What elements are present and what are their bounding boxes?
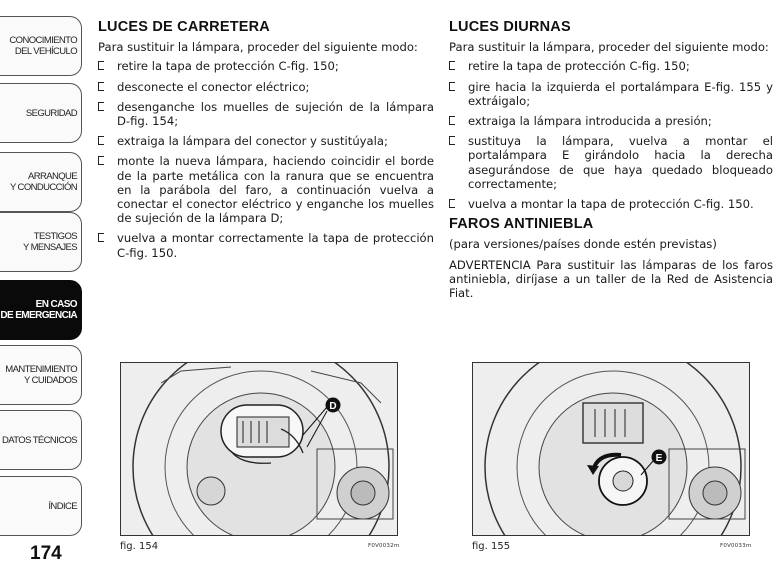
- section-intro: Para sustituir la lámpara, proceder del …: [449, 40, 769, 55]
- figure-154-illustration: D: [120, 362, 398, 536]
- steps-list: retire la tapa de protección C-fig. 150;…: [449, 59, 773, 211]
- section-title: LUCES DE CARRETERA: [98, 19, 270, 35]
- step-item: vuelva a montar correctamente la tapa de…: [98, 231, 434, 260]
- figure-155-illustration: E: [472, 362, 750, 536]
- step-text: gire hacia la izquierda el portalámpara …: [468, 79, 773, 108]
- step-item: vuelva a montar la tapa de protección C-…: [449, 197, 773, 211]
- tab-label: MANTENIMIENTO Y CUIDADOS: [5, 364, 77, 386]
- tab-label: ARRANQUE Y CONDUCCIÓN: [9, 171, 78, 193]
- section-luces-de-carretera: LUCES DE CARRETERA Para sustituir la lám…: [98, 20, 434, 266]
- step-item: retire la tapa de protección C-fig. 150;: [98, 59, 434, 73]
- warning-text: ADVERTENCIA Para sustituir las lámparas …: [449, 257, 773, 301]
- step-item: extraiga la lámpara del conector y susti…: [98, 134, 434, 148]
- section-intro: Para sustituir la lámpara, proceder del …: [98, 40, 418, 55]
- step-item: desconecte el conector eléctrico;: [98, 80, 434, 94]
- tab-label: SEGURIDAD: [25, 107, 78, 119]
- step-text: desconecte el conector eléctrico;: [117, 79, 310, 94]
- tab-label: ÍNDICE: [48, 500, 77, 512]
- step-text: vuelva a montar correctamente la tapa de…: [117, 231, 434, 260]
- tab-en-caso-de-emergencia[interactable]: EN CASO DE EMERGENCIA: [0, 280, 82, 340]
- bullet-bracket-icon: [449, 199, 455, 209]
- bullet-bracket-icon: [449, 81, 455, 91]
- tab-seguridad[interactable]: SEGURIDAD: [0, 83, 82, 143]
- section-title: LUCES DIURNAS: [449, 19, 571, 35]
- headlamp-drawing: D: [121, 363, 397, 535]
- step-text: vuelva a montar la tapa de protección C-…: [468, 197, 754, 212]
- bullet-bracket-icon: [98, 101, 104, 111]
- step-item: monte la nueva lámpara, haciendo coincid…: [98, 154, 434, 225]
- page-number: 174: [30, 543, 62, 564]
- steps-list: retire la tapa de protección C-fig. 150;…: [98, 59, 434, 260]
- tab-indice[interactable]: ÍNDICE: [0, 476, 82, 536]
- tab-datos-tecnicos[interactable]: DATOS TÉCNICOS: [0, 410, 82, 470]
- tab-arranque-y-conduccion[interactable]: ARRANQUE Y CONDUCCIÓN: [0, 152, 82, 212]
- step-item: extraiga la lámpara introducida a presió…: [449, 114, 773, 128]
- figure-caption: fig. 154: [120, 541, 159, 552]
- tab-testigos-y-mensajes[interactable]: TESTIGOS Y MENSAJES: [0, 212, 82, 272]
- bullet-bracket-icon: [98, 156, 104, 166]
- bullet-bracket-icon: [449, 116, 455, 126]
- step-text: extraiga la lámpara introducida a presió…: [468, 114, 712, 129]
- tab-label: EN CASO DE EMERGENCIA: [0, 299, 77, 321]
- section-subtitle: (para versiones/países donde estén previ…: [449, 237, 717, 252]
- tab-conocimiento-del-vehiculo[interactable]: CONOCIMIENTO DEL VEHÍCULO: [0, 16, 82, 76]
- figure-code: F0V0033m: [720, 543, 752, 549]
- step-text: sustituya la lámpara, vuelva a montar el…: [468, 134, 773, 191]
- section-luces-diurnas: LUCES DIURNAS Para sustituir la lámpara,…: [449, 20, 773, 300]
- chapter-tabs: CONOCIMIENTO DEL VEHÍCULO SEGURIDAD ARRA…: [0, 0, 84, 550]
- step-item: desenganche los muelles de sujeción de l…: [98, 100, 434, 128]
- bullet-bracket-icon: [449, 61, 455, 71]
- tab-label: CONOCIMIENTO DEL VEHÍCULO: [9, 35, 77, 57]
- tab-mantenimiento-y-cuidados[interactable]: MANTENIMIENTO Y CUIDADOS: [0, 345, 82, 405]
- step-text: monte la nueva lámpara, haciendo coincid…: [117, 154, 434, 226]
- figure-caption: fig. 155: [472, 541, 511, 552]
- step-text: retire la tapa de protección C-fig. 150;: [117, 59, 339, 74]
- step-text: retire la tapa de protección C-fig. 150;: [468, 59, 690, 74]
- callout-d-label: D: [329, 401, 336, 412]
- step-item: sustituya la lámpara, vuelva a montar el…: [449, 134, 773, 191]
- bullet-bracket-icon: [98, 81, 104, 91]
- step-item: retire la tapa de protección C-fig. 150;: [449, 59, 773, 73]
- figure-code: F0V0032m: [368, 543, 400, 549]
- step-text: desenganche los muelles de sujeción de l…: [117, 99, 434, 129]
- step-text: extraiga la lámpara del conector y susti…: [117, 134, 388, 149]
- tab-label: TESTIGOS Y MENSAJES: [22, 231, 78, 253]
- bullet-bracket-icon: [98, 233, 104, 243]
- bullet-bracket-icon: [98, 61, 104, 71]
- bullet-bracket-icon: [98, 136, 104, 146]
- bullet-bracket-icon: [449, 136, 455, 146]
- tab-label: DATOS TÉCNICOS: [1, 434, 78, 446]
- section-title-faros-antiniebla: FAROS ANTINIEBLA: [449, 216, 594, 233]
- headlamp-drawing: E: [473, 363, 749, 535]
- step-item: gire hacia la izquierda el portalámpara …: [449, 80, 773, 108]
- callout-e-label: E: [656, 453, 663, 464]
